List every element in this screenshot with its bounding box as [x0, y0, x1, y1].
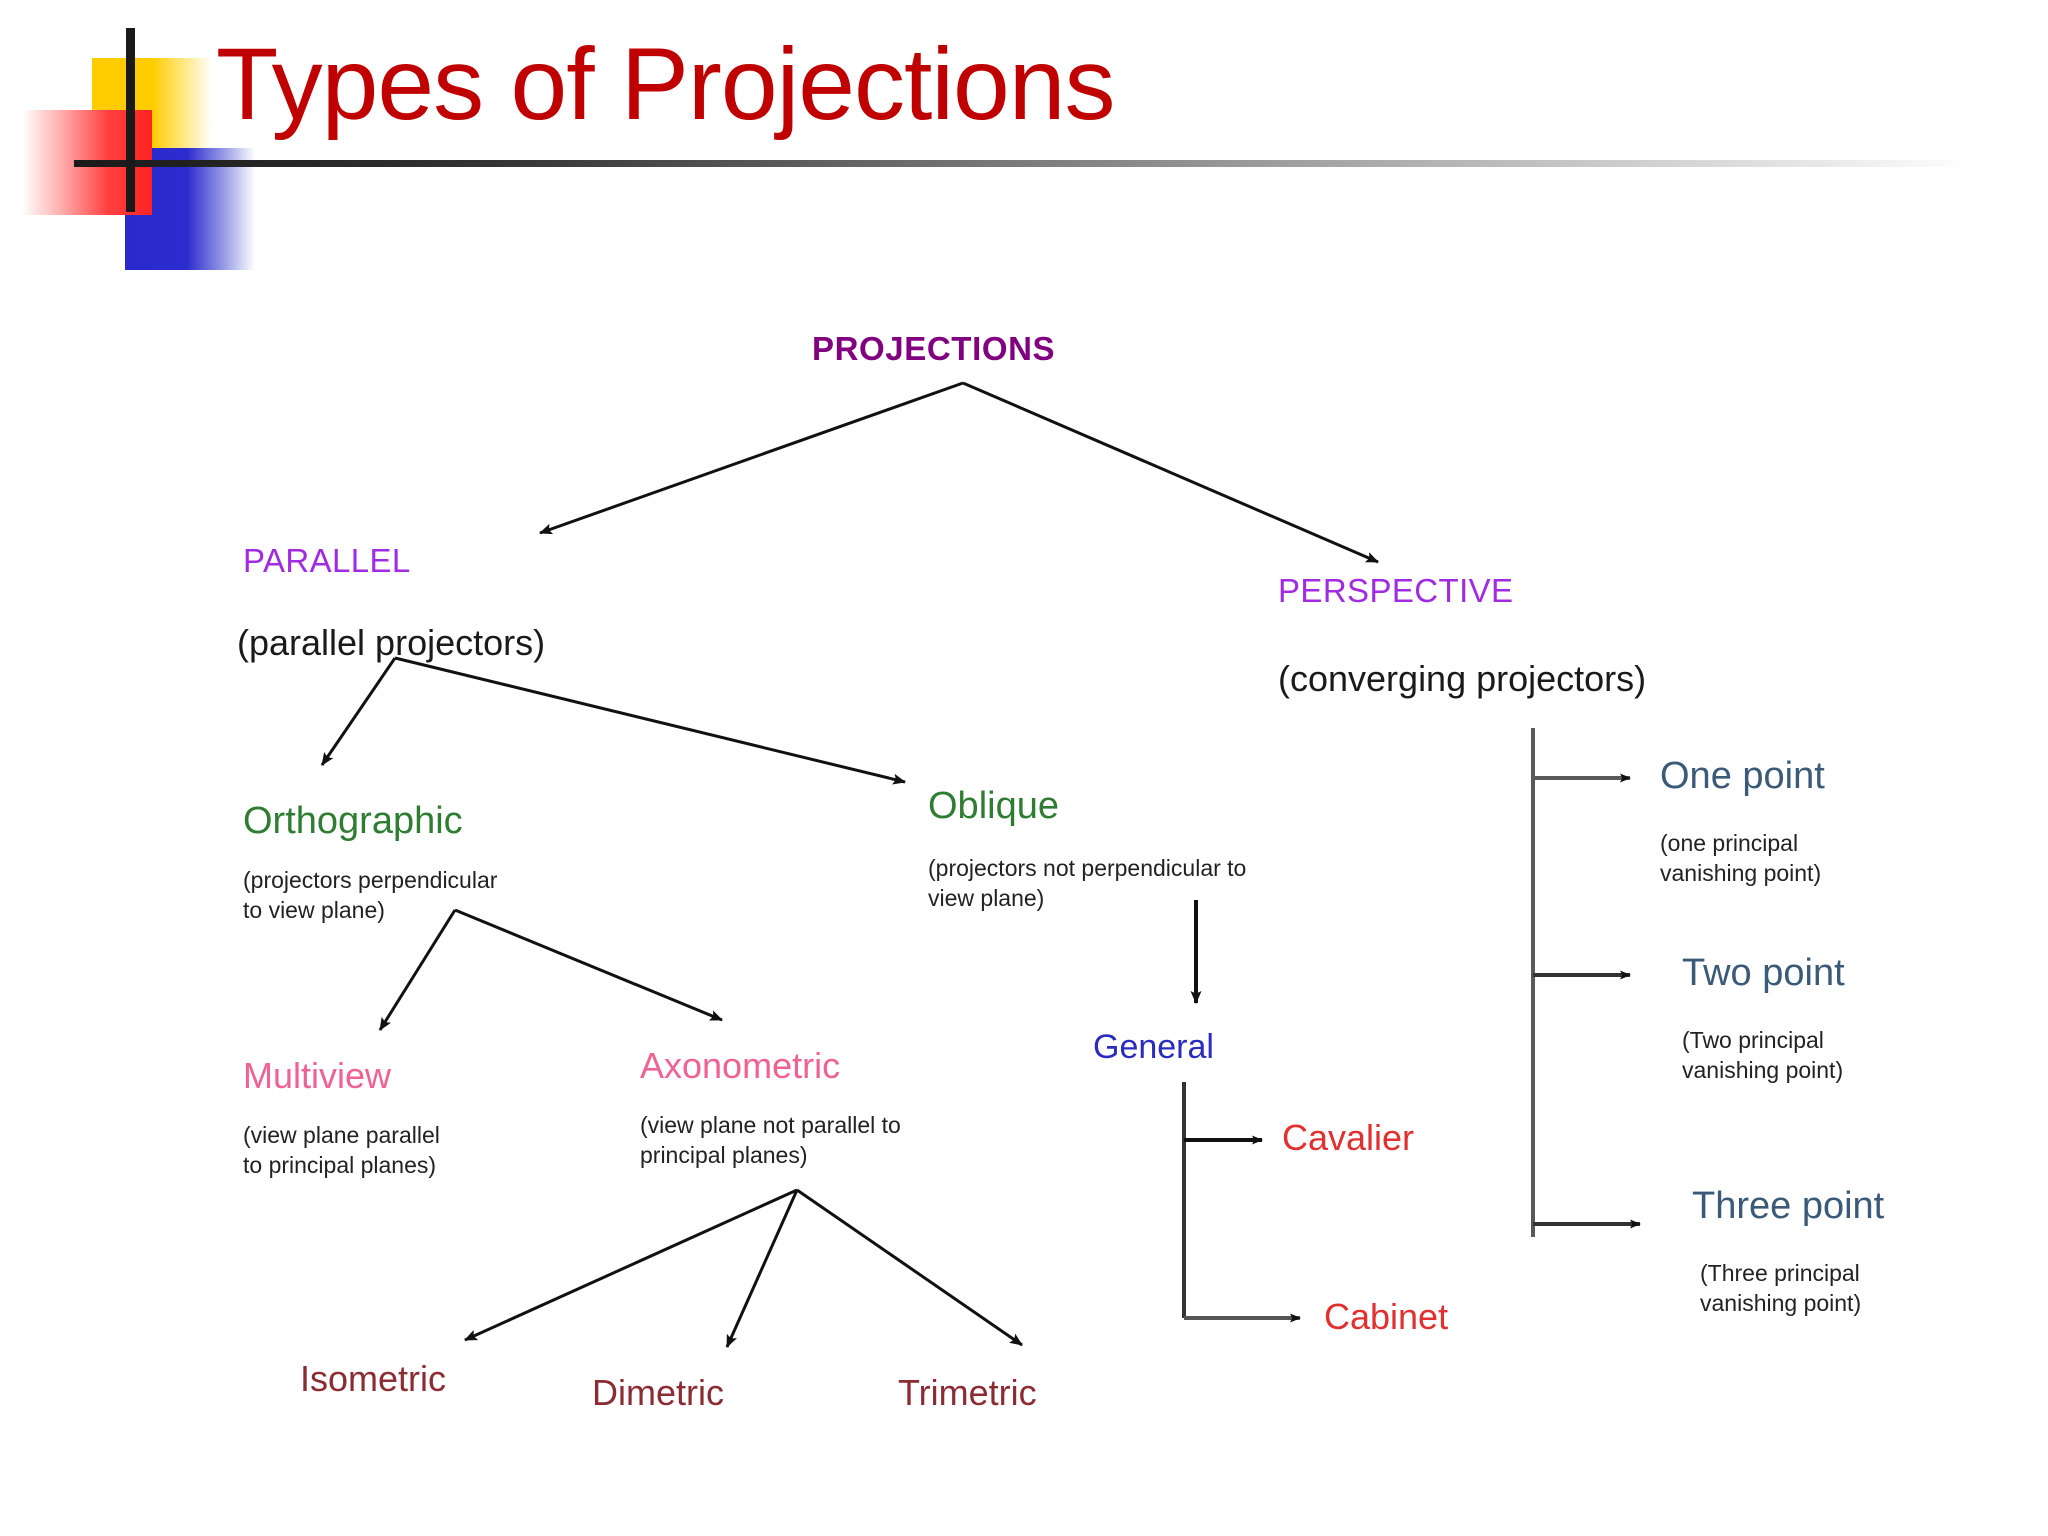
axonometric-note-line2: principal planes): [640, 1142, 808, 1168]
node-three-point: Three point: [1692, 1185, 1885, 1227]
node-parallel: PARALLEL: [243, 542, 411, 579]
node-trimetric: Trimetric: [898, 1372, 1037, 1413]
one-point-note-line2: vanishing point): [1660, 860, 1822, 886]
two-point-note-line2: vanishing point): [1682, 1057, 1844, 1083]
decoration-vertical-rule: [126, 28, 135, 212]
multiview-note-line2: to principal planes): [243, 1152, 437, 1178]
three-point-note-line2: vanishing point): [1700, 1290, 1862, 1316]
one-point-note-line1: (one principal: [1660, 830, 1799, 856]
multiview-note-line1: (view plane parallel: [243, 1122, 440, 1148]
page-title: Types of Projections: [216, 27, 1115, 141]
oblique-note-line2: view plane): [928, 885, 1045, 911]
node-oblique-note: (projectors not perpendicular to view pl…: [928, 853, 1358, 913]
orthographic-note-line1: (projectors perpendicular: [243, 867, 498, 893]
node-axonometric: Axonometric: [640, 1045, 841, 1086]
three-point-note-line1: (Three principal: [1700, 1260, 1860, 1286]
node-dimetric: Dimetric: [592, 1372, 724, 1413]
node-one-point-note: (one principal vanishing point): [1660, 828, 1990, 888]
node-three-point-note: (Three principal vanishing point): [1700, 1258, 2030, 1318]
node-two-point: Two point: [1682, 952, 1845, 994]
node-perspective-note: (converging projectors): [1278, 658, 1647, 699]
node-two-point-note: (Two principal vanishing point): [1682, 1025, 2012, 1085]
node-one-point: One point: [1660, 755, 1825, 797]
node-oblique: Oblique: [928, 785, 1059, 827]
orthographic-note-line2: to view plane): [243, 897, 385, 923]
node-projections: PROJECTIONS: [812, 330, 1056, 367]
node-cabinet: Cabinet: [1324, 1296, 1449, 1337]
axonometric-note-line1: (view plane not parallel to: [640, 1112, 901, 1138]
oblique-note-line1: (projectors not perpendicular to: [928, 855, 1247, 881]
two-point-note-line1: (Two principal: [1682, 1027, 1824, 1053]
node-general: General: [1093, 1028, 1214, 1066]
node-axonometric-note: (view plane not parallel to principal pl…: [640, 1110, 1020, 1170]
node-multiview: Multiview: [243, 1055, 392, 1096]
node-multiview-note: (view plane parallel to principal planes…: [243, 1120, 573, 1180]
node-cavalier: Cavalier: [1282, 1117, 1415, 1158]
node-isometric: Isometric: [300, 1358, 447, 1399]
node-orthographic-note: (projectors perpendicular to view plane): [243, 865, 593, 925]
node-orthographic: Orthographic: [243, 800, 463, 842]
node-perspective: PERSPECTIVE: [1278, 572, 1514, 609]
decoration-horizontal-rule: [74, 160, 1974, 167]
slide-header: Types of Projections: [0, 0, 2048, 270]
node-parallel-note: (parallel projectors): [237, 622, 546, 663]
